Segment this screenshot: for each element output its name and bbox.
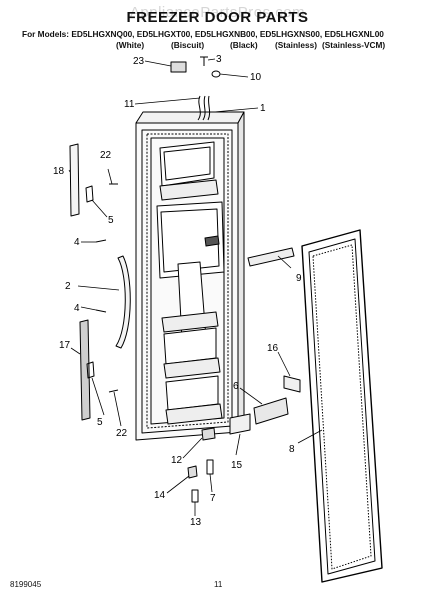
callout-22-lower: 22 [116,428,128,439]
callout-4-lower: 4 [74,303,80,314]
variant-stainless: (Stainless) [275,40,317,50]
watermark: AppliancePartsPros.com [129,4,306,21]
callout-15: 15 [231,460,243,471]
callout-11: 11 [124,99,135,110]
callout-6: 6 [233,381,239,392]
part-6-door-stop [253,397,289,425]
part-5-mount-lower [86,361,95,379]
page-number: 11 [214,580,223,589]
callout-3: 3 [216,54,222,65]
part-17-trim [79,319,91,421]
callout-14: 14 [154,490,166,501]
part-4-screw-lower [95,309,107,313]
callout-22-upper: 22 [100,150,112,161]
part-8-gasket [301,229,383,583]
callout-17: 17 [59,340,71,351]
callout-7: 7 [210,493,216,504]
callout-5-lower: 5 [97,417,103,428]
part-5-mount-upper [85,185,94,203]
part-13-screw [191,489,199,503]
callout-10: 10 [250,72,262,83]
part-23-connector [170,61,187,73]
part-15-bracket [229,413,251,435]
part-9-bar [247,247,295,267]
variant-biscuit: (Biscuit) [171,40,205,50]
doc-number: 8199045 [10,580,42,589]
part-3-screw [200,56,208,66]
callout-4-upper: 4 [74,237,80,248]
page-title: FREEZER DOOR PARTS [126,9,309,26]
part-14-cam [187,465,198,479]
callout-2: 2 [65,281,71,292]
callout-18: 18 [53,166,65,177]
callout-5-upper: 5 [108,215,114,226]
part-22-screw-lower [108,389,119,393]
callout-9: 9 [296,273,302,284]
part-4-screw-upper [95,239,107,243]
part-2-handle [115,255,131,349]
variant-white: (White) [116,40,145,50]
variant-black: (Black) [230,40,258,50]
callout-16: 16 [267,343,279,354]
part-7-screw [206,459,214,475]
variant-stainless-vcm: (Stainless-VCM) [322,40,386,50]
part-12-hinge-pin [201,427,216,441]
part-18-trim [69,143,80,217]
callout-8: 8 [289,444,295,455]
part-10-bushing [211,70,221,78]
part-16-bracket [283,375,301,393]
models-line: For Models: ED5LHGXNQ00, ED5LHGXT00, ED5… [22,29,384,39]
callout-23: 23 [133,56,145,67]
callout-1: 1 [260,103,266,114]
callout-13: 13 [190,517,202,528]
callout-12: 12 [171,455,183,466]
freezer-door [135,95,245,441]
